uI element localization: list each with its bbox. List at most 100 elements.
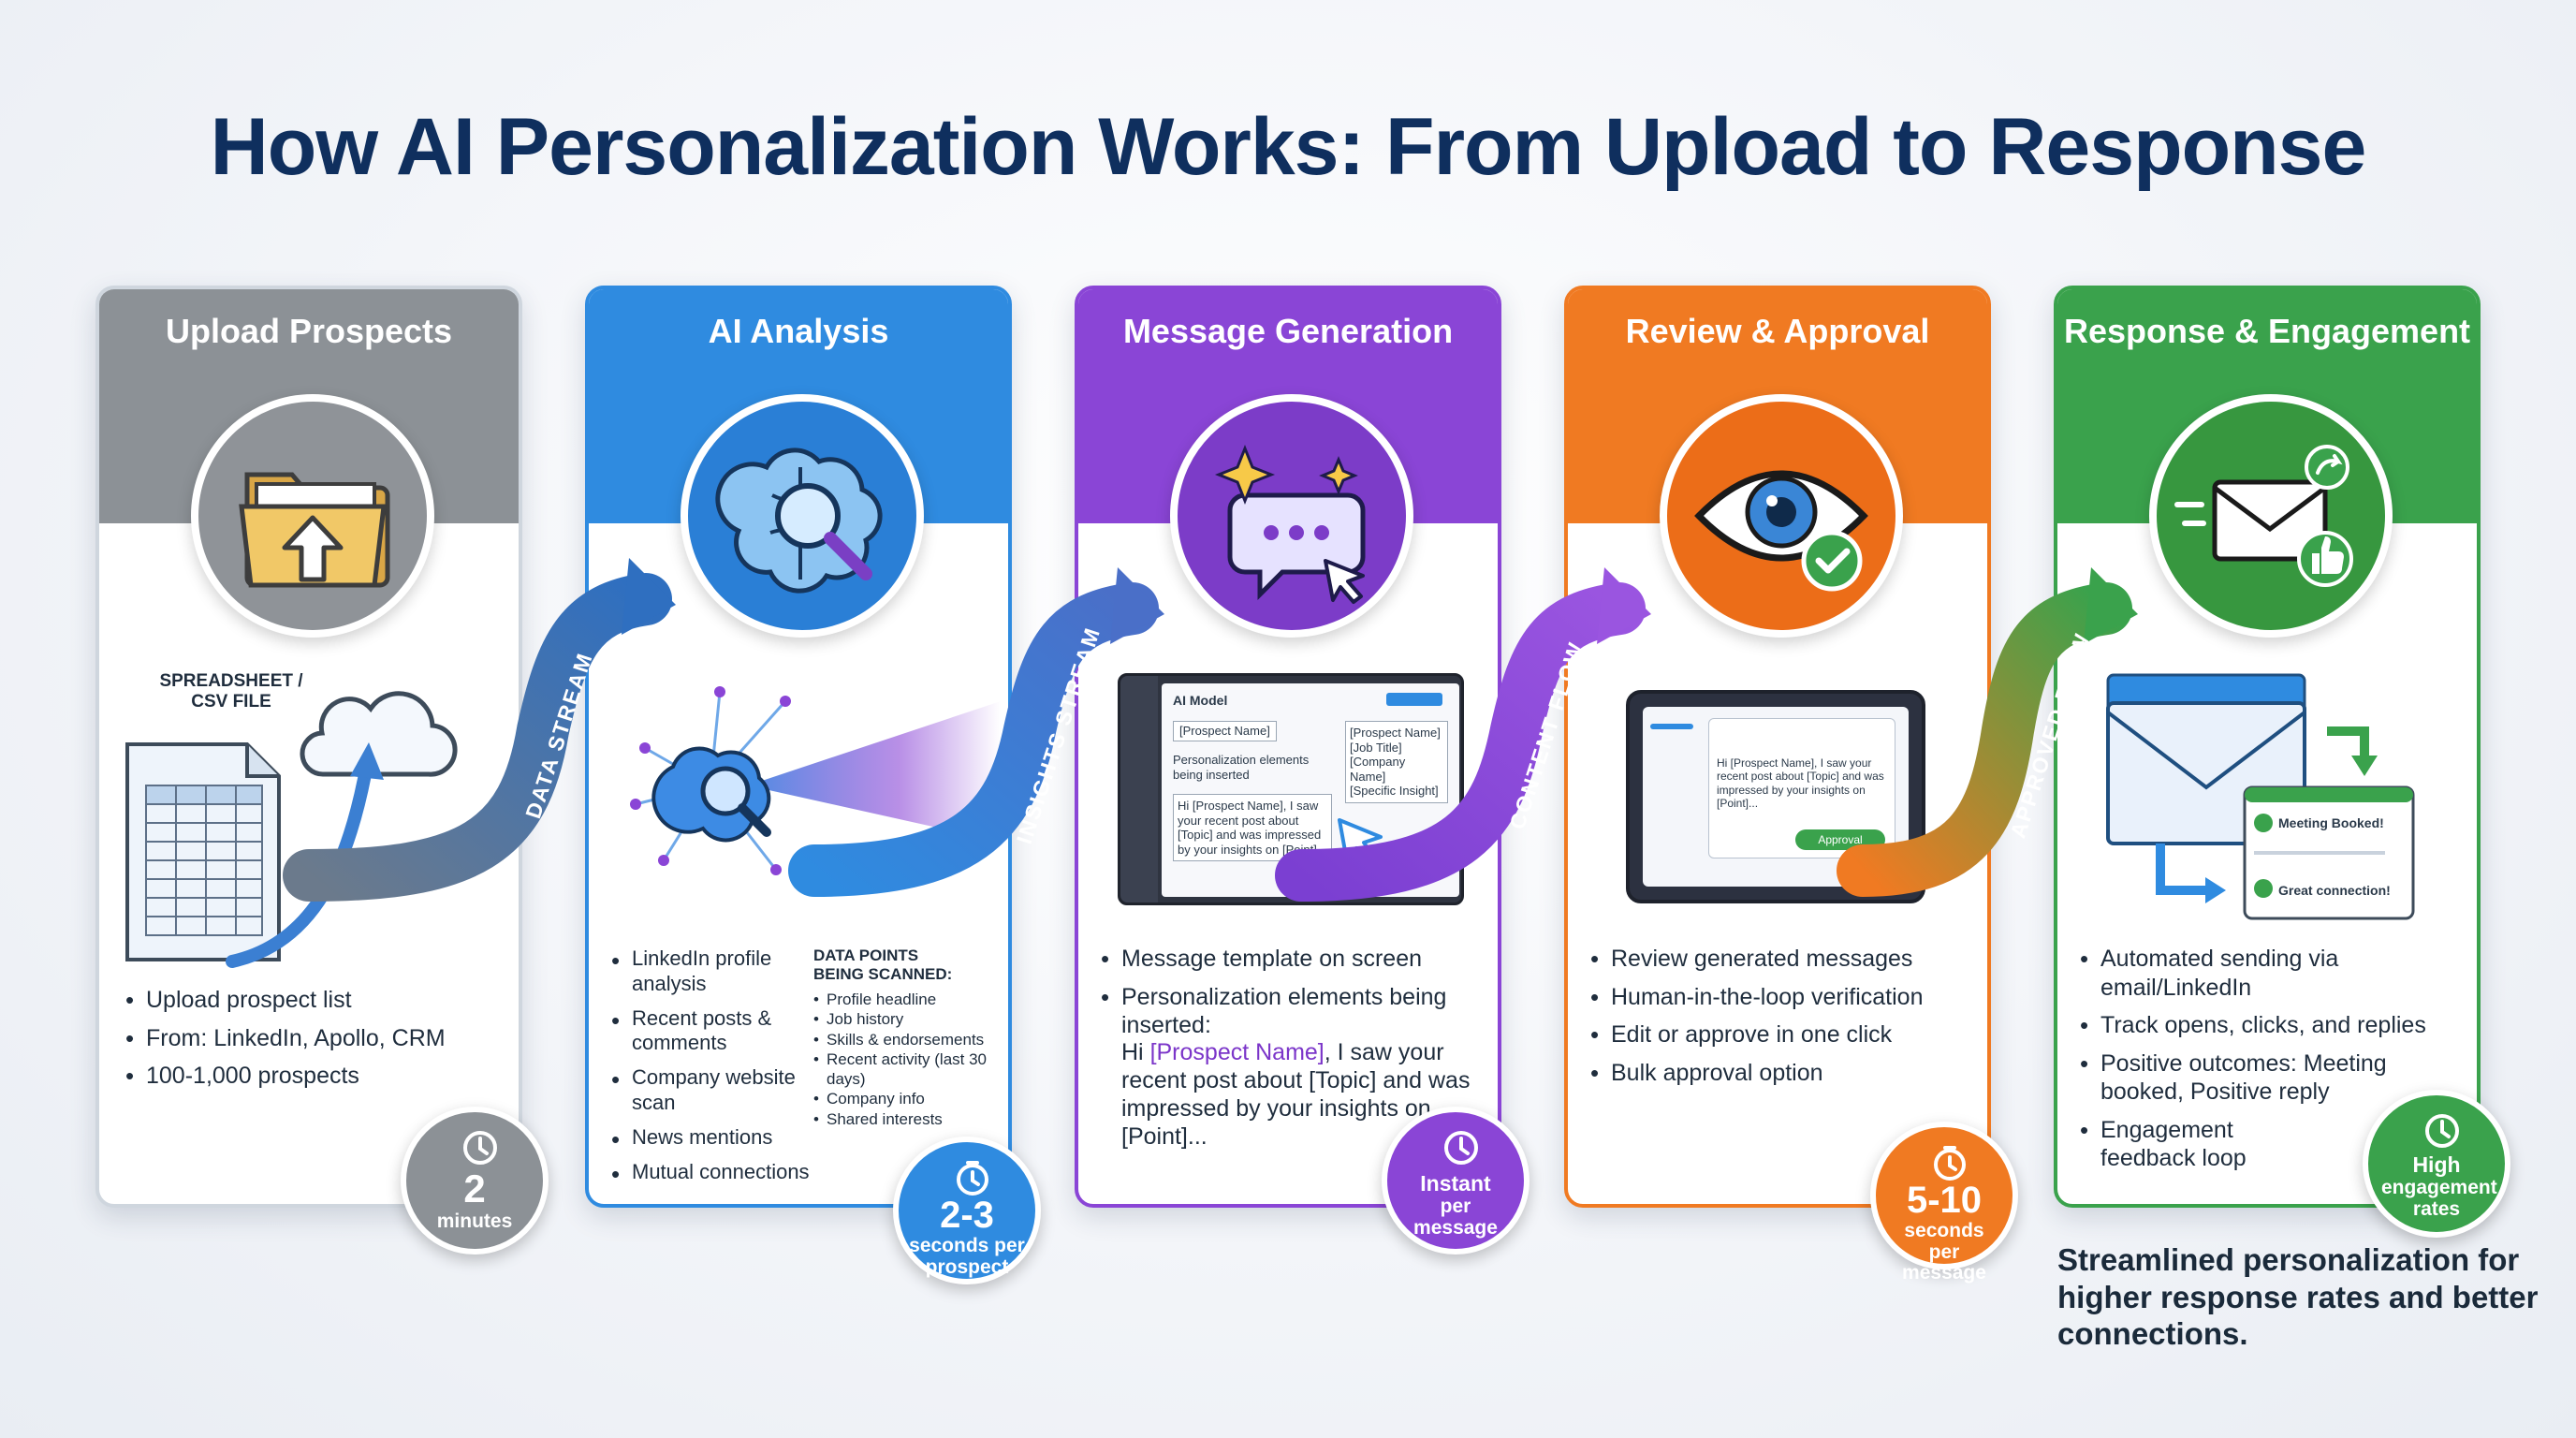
step-icon-circle [1170, 394, 1413, 638]
data-points-heading: DATA POINTS BEING SCANNED: [813, 946, 953, 983]
bullet: LinkedIn profile analysis [611, 946, 810, 997]
review-preview: Hi [Prospect Name], I saw your recent po… [1717, 756, 1884, 811]
bullet: Upload prospect list [125, 986, 500, 1015]
editor-mockup: AI Model [Prospect Name] Personalization… [1118, 673, 1464, 905]
bullet: Track opens, clicks, and replies [2080, 1011, 2458, 1040]
mockup-tags: [Prospect Name] [Job Title] [Company Nam… [1345, 721, 1448, 803]
data-points-list: Profile headline Job history Skills & en… [813, 990, 1001, 1129]
step-card-ai-analysis: AI Analysis [585, 286, 1012, 1208]
mockup-tag: [Company Name] [1350, 755, 1406, 784]
mockup-field: [Prospect Name] [1173, 721, 1277, 741]
bullet: 100-1,000 prospects [125, 1062, 500, 1091]
step-bullets: Message template on screen Personalizati… [1101, 945, 1485, 1049]
example-name-token: [Prospect Name] [1149, 1039, 1325, 1065]
data-point: Recent activity (last 30 days) [813, 1049, 1001, 1090]
step-title: Upload Prospects [165, 312, 453, 350]
time-badge-upload: 2 minutes [401, 1107, 549, 1255]
envelope-thumbs-up-icon [2174, 445, 2353, 587]
step-icon-circle [1660, 394, 1903, 638]
mockup-panel: AI Model [Prospect Name] Personalization… [1162, 683, 1459, 897]
eye-check-icon [1694, 470, 1868, 592]
example-greeting: Hi [1121, 1039, 1150, 1065]
step-card-message-generation: Message Generation AI Model [Prospect Na… [1075, 286, 1501, 1208]
bullet: Automated sending via email/LinkedIn [2080, 945, 2458, 1002]
bullet: Message template on screen [1101, 945, 1485, 974]
step-card-response-engagement: Response & Engagement Meeti [2054, 286, 2481, 1208]
brain-scan-illustration [607, 664, 1001, 902]
data-point: Shared interests [813, 1109, 1001, 1130]
mockup-sidebar [1120, 676, 1158, 902]
time-badge-response: High engagement rates [2363, 1090, 2510, 1238]
tablet-sidebar [1650, 724, 1693, 729]
step-title: Response & Engagement [2063, 312, 2471, 350]
stopwatch-icon [957, 1161, 988, 1196]
step-title: AI Analysis [708, 312, 889, 350]
step-bullets: Upload prospect list From: LinkedIn, Apo… [125, 986, 500, 1100]
bullet: Personalization elements being inserted: [1101, 983, 1485, 1040]
time-badge-generation: Instant per message [1382, 1107, 1530, 1255]
clock-icon [463, 1131, 497, 1165]
bullet: Engagement feedback loop [2080, 1116, 2323, 1173]
clock-icon [2425, 1114, 2459, 1148]
tablet-screen: Hi [Prospect Name], I saw your recent po… [1643, 707, 1909, 887]
envelope-notifications-icon [2106, 673, 2415, 920]
bullet: Recent posts & comments [611, 1006, 810, 1057]
step-card-review-approval: Review & Approval Hi [Prospect Name], I … [1564, 286, 1991, 1208]
bullet: From: LinkedIn, Apollo, CRM [125, 1024, 500, 1053]
engagement-illustration: Meeting Booked! Great connection! [2104, 666, 2460, 932]
badge-value: 5-10 [1906, 1180, 1983, 1221]
notice-great-connection: Great connection! [2278, 883, 2391, 898]
step-bullets: Review generated messages Human-in-the-l… [1590, 945, 1983, 1096]
data-point: Company info [813, 1089, 1001, 1109]
approval-button: Approval [1795, 829, 1885, 850]
step-title: Review & Approval [1625, 312, 1930, 350]
badge-unit: seconds per message [1902, 1220, 1986, 1284]
data-point: Skills & endorsements [813, 1030, 1001, 1050]
step-bullets: Automated sending via email/LinkedIn Tra… [2080, 945, 2458, 1182]
brain-magnifier-icon [715, 448, 883, 594]
step-icon-circle [681, 394, 924, 638]
step-icon-circle [191, 394, 434, 638]
example-rest: , I saw your recent post about [Topic] a… [1121, 1039, 1471, 1150]
mockup-header: AI Model [1173, 693, 1228, 708]
time-badge-review: 5-10 seconds per message [1870, 1122, 2018, 1284]
message-card: Hi [Prospect Name], I saw your recent po… [1708, 718, 1895, 858]
time-badge-analysis: 2-3 seconds per prospect [893, 1137, 1041, 1284]
clock-icon [1444, 1131, 1478, 1165]
badge-unit: per message [1413, 1196, 1498, 1239]
spreadsheet-illustration: SPREADSHEET / CSV FILE [120, 664, 513, 977]
bullet: Bulk approval option [1590, 1059, 1983, 1088]
data-point: Profile headline [813, 990, 1001, 1010]
example-message: Hi [Prospect Name], I saw your recent po… [1121, 1038, 1477, 1151]
mockup-tag: [Job Title] [1350, 740, 1402, 755]
bullet: Positive outcomes: Meeting booked, Posit… [2080, 1049, 2458, 1107]
sparkle-chat-icon [1214, 444, 1366, 604]
data-point: Job history [813, 1009, 1001, 1030]
badge-value: 2 [463, 1167, 486, 1211]
step-title: Message Generation [1122, 312, 1454, 350]
bullet: News mentions [611, 1125, 810, 1155]
tablet-mockup: Hi [Prospect Name], I saw your recent po… [1626, 690, 1925, 903]
step-card-upload-prospects: Upload Prospects SPREADSHEET / CSV FILE [95, 286, 522, 1208]
mockup-button [1386, 693, 1442, 706]
badge-value: 2-3 [940, 1195, 994, 1236]
mockup-tag: [Prospect Name] [1350, 726, 1441, 740]
bullet: Mutual connections [611, 1160, 810, 1190]
folder-upload-icon [239, 472, 390, 588]
tagline: Streamlined personalization for higher r… [2057, 1242, 2539, 1352]
bullet: Edit or approve in one click [1590, 1020, 1983, 1049]
stopwatch-icon [1934, 1146, 1966, 1181]
mockup-note: Personalization elements being inserted [1173, 753, 1310, 782]
bullet: Human-in-the-loop verification [1590, 983, 1983, 1012]
step-icon-circle [2149, 394, 2393, 638]
badge-value: High [2412, 1152, 2461, 1177]
page-title: How AI Personalization Works: From Uploa… [210, 102, 2367, 192]
bullet: Review generated messages [1590, 945, 1983, 974]
bullet: Company website scan [611, 1065, 810, 1116]
spreadsheet-label: SPREADSHEET / CSV FILE [159, 671, 303, 712]
badge-unit: engagement rates [2381, 1177, 2497, 1220]
mockup-preview: Hi [Prospect Name], I saw your recent po… [1173, 794, 1332, 862]
mockup-tag: [Specific Insight] [1350, 784, 1439, 799]
notice-meeting-booked: Meeting Booked! [2278, 815, 2384, 830]
badge-unit: seconds per prospect [909, 1235, 1025, 1278]
